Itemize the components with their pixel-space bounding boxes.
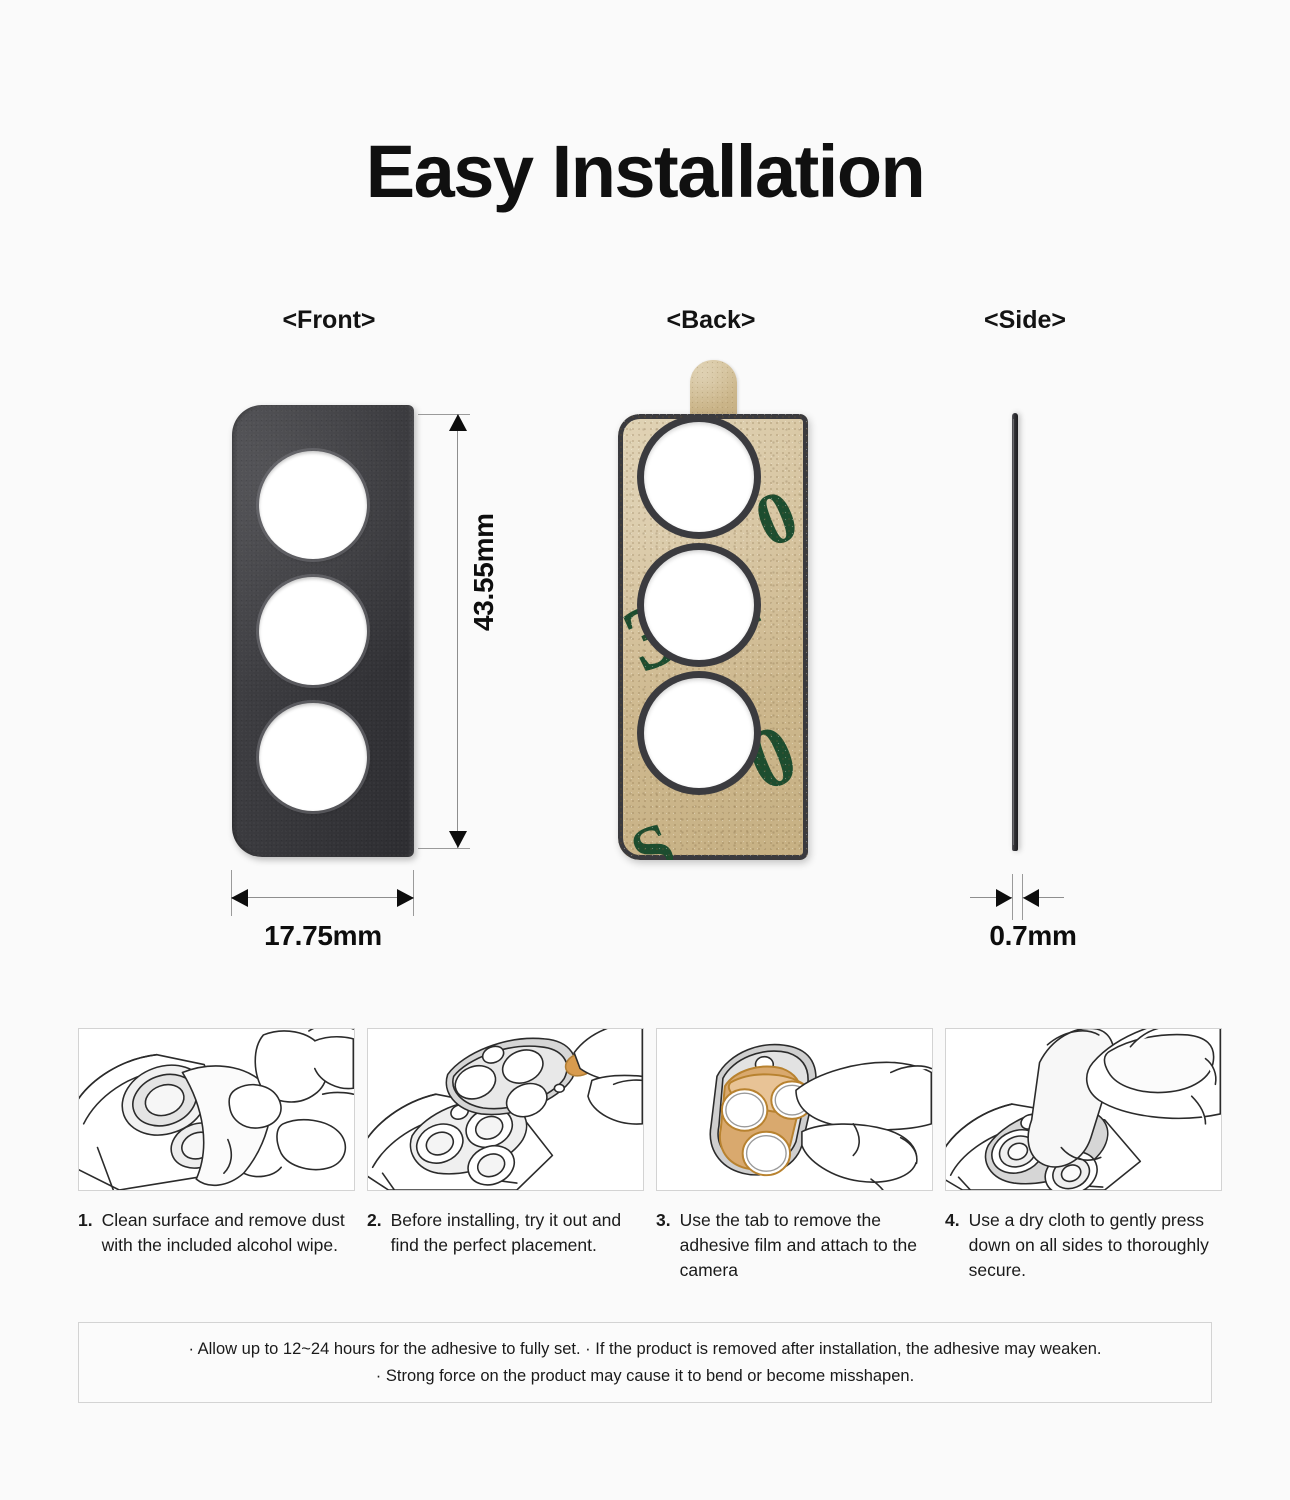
step-2-number: 2. <box>367 1210 382 1230</box>
liner-print-fragment-4: S <box>620 807 686 860</box>
step-2-figure <box>367 1028 644 1191</box>
product-back-view: 0 3M 0 S <box>618 360 808 860</box>
arrow-left-icon <box>1023 889 1039 907</box>
step-2: 2. Before installing, try it out and fin… <box>367 1028 644 1283</box>
camera-cutout-2 <box>259 577 367 685</box>
arrow-right-icon <box>397 889 414 907</box>
finger-illustration <box>1085 1029 1221 1125</box>
view-label-front: <Front> <box>282 306 376 334</box>
step-3-figure <box>656 1028 933 1191</box>
step-4: 4. Use a dry cloth to gently press down … <box>945 1028 1222 1283</box>
dimension-thickness-label: 0.7mm <box>989 920 1077 951</box>
step-4-text: Use a dry cloth to gently press down on … <box>968 1210 1209 1280</box>
step-4-figure <box>945 1028 1222 1191</box>
dimension-line-horizontal <box>231 897 414 898</box>
disclaimer-line-2: · Strong force on the product may cause … <box>375 1366 915 1385</box>
hand-illustration <box>573 1029 643 1125</box>
hand-illustration <box>795 1061 932 1190</box>
installation-steps: 1. Clean surface and remove dust with th… <box>78 1028 1222 1283</box>
arrow-up-icon <box>449 414 467 431</box>
thickness-extension-left <box>1012 874 1013 920</box>
dimension-line-vertical <box>457 414 458 848</box>
dimension-height-label: 43.55mm <box>468 513 499 631</box>
liner-print-fragment-1: 0 <box>743 474 808 564</box>
step-3-number: 3. <box>656 1210 671 1230</box>
lens-protector-illustration <box>445 1037 577 1118</box>
disclaimer-line-1: · Allow up to 12~24 hours for the adhesi… <box>188 1340 1102 1358</box>
back-camera-cutout-2 <box>644 550 754 660</box>
step-1-text: Clean surface and remove dust with the i… <box>101 1210 345 1255</box>
extension-line-bottom <box>418 848 470 849</box>
disclaimer-box: · Allow up to 12~24 hours for the adhesi… <box>78 1322 1212 1404</box>
view-label-back: <Back> <box>666 306 756 334</box>
adhesive-pull-tab <box>690 360 737 422</box>
back-camera-cutout-3 <box>644 678 754 788</box>
dimension-thickness: 0.7mm <box>958 874 1108 964</box>
product-side-profile <box>1012 413 1018 851</box>
step-4-number: 4. <box>945 1210 960 1230</box>
page-title: Easy Installation <box>365 130 926 213</box>
step-1: 1. Clean surface and remove dust with th… <box>78 1028 355 1283</box>
step-1-caption: 1. Clean surface and remove dust with th… <box>78 1208 355 1258</box>
thickness-line-left <box>970 897 1012 898</box>
view-label-side: <Side> <box>984 306 1066 334</box>
arrow-down-icon <box>449 831 467 848</box>
step-3-caption: 3. Use the tab to remove the adhesive fi… <box>656 1208 933 1283</box>
hand-illustration <box>228 1029 354 1171</box>
step-1-figure <box>78 1028 355 1191</box>
back-camera-cutout-1 <box>644 422 754 532</box>
product-front-view <box>232 405 414 857</box>
dimension-height: 43.55mm <box>418 405 530 857</box>
step-4-caption: 4. Use a dry cloth to gently press down … <box>945 1208 1222 1283</box>
camera-cutout-3 <box>259 703 367 811</box>
step-2-caption: 2. Before installing, try it out and fin… <box>367 1208 644 1258</box>
step-3-text: Use the tab to remove the adhesive film … <box>679 1210 917 1280</box>
step-2-text: Before installing, try it out and find t… <box>390 1210 622 1255</box>
step-1-number: 1. <box>78 1210 93 1230</box>
phone-camera-module <box>409 1098 528 1186</box>
dimension-width-label: 17.75mm <box>264 920 382 951</box>
extension-line-top <box>418 414 470 415</box>
arrow-left-icon <box>231 889 248 907</box>
product-side-view <box>995 405 1035 857</box>
camera-cutout-1 <box>259 451 367 559</box>
arrow-right-icon <box>996 889 1012 907</box>
thickness-line-right <box>1022 897 1064 898</box>
dimension-width: 17.75mm <box>228 870 418 964</box>
step-3: 3. Use the tab to remove the adhesive fi… <box>656 1028 933 1283</box>
